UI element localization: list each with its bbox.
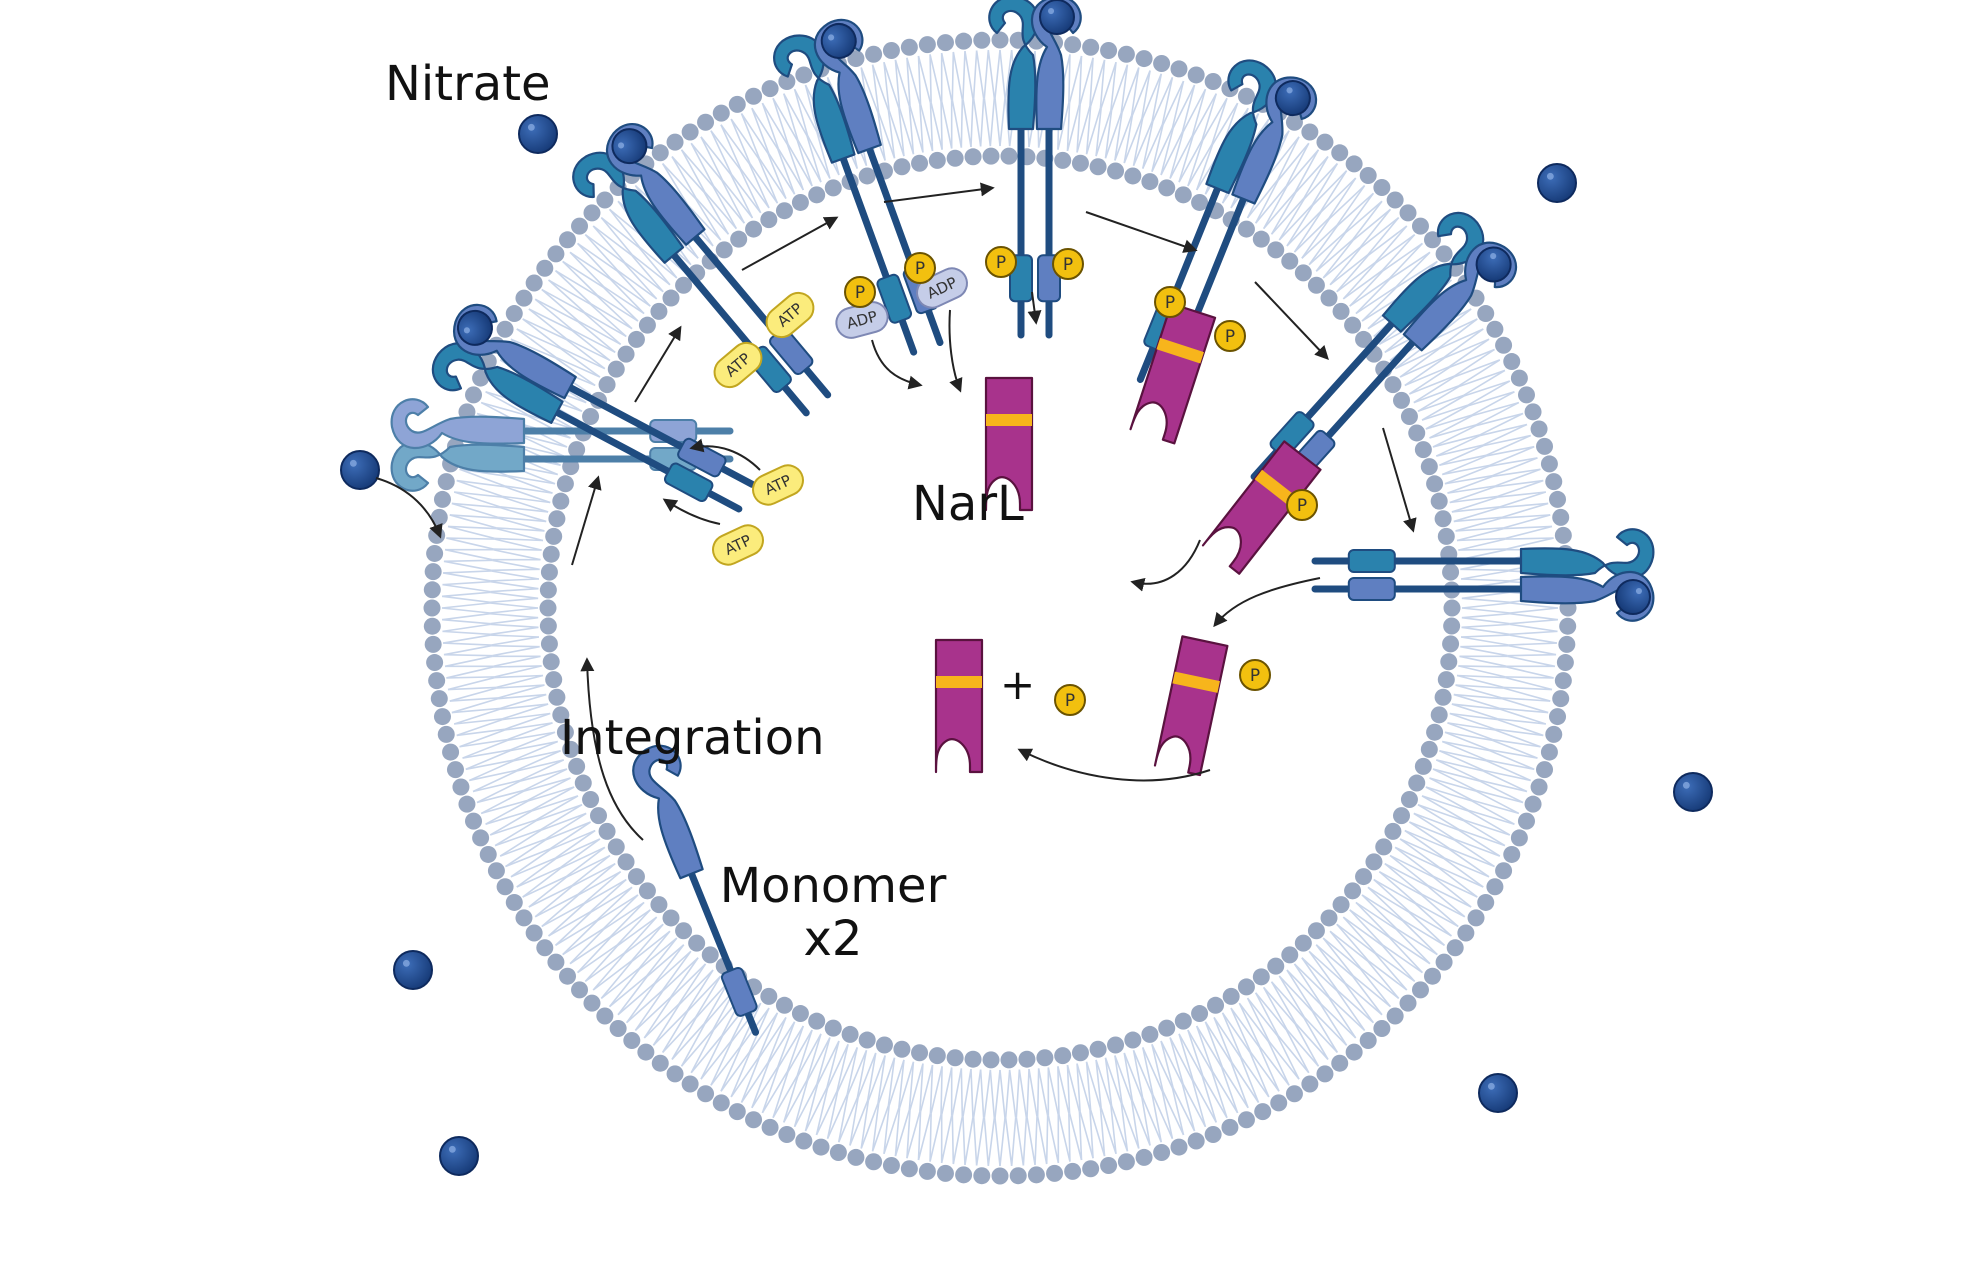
atp-token: ATP xyxy=(760,287,819,343)
phosphate-text: P xyxy=(1063,255,1073,275)
phosphate-text: P xyxy=(996,253,1006,273)
process-arrow xyxy=(665,500,720,524)
process-arrow xyxy=(1086,212,1195,250)
process-arrow xyxy=(1215,578,1320,625)
narl-phosphorylated xyxy=(1155,636,1227,775)
process-arrow xyxy=(1383,428,1413,530)
phosphate: P xyxy=(1053,249,1083,279)
phosphate-text: P xyxy=(855,283,865,303)
atp-token: ATP xyxy=(708,337,767,393)
phosphate: P xyxy=(1240,660,1270,690)
phosphate: P xyxy=(845,277,875,307)
process-arrow xyxy=(1020,750,1210,780)
lipid-tails xyxy=(442,50,1558,1166)
phosphate-text: P xyxy=(1297,496,1307,516)
phosphate: P xyxy=(1287,490,1317,520)
phosphate: P xyxy=(905,253,935,283)
phosphate-text: P xyxy=(915,259,925,279)
process-arrow xyxy=(1032,292,1036,322)
process-arrow xyxy=(884,188,992,202)
atp-token: ATP xyxy=(708,520,768,569)
nitrate-ball xyxy=(1479,1074,1517,1112)
cell-membrane xyxy=(424,32,1577,1185)
phosphate: P xyxy=(1155,287,1185,317)
narl-label: NarL xyxy=(912,478,1024,531)
phosphate-text: P xyxy=(1165,293,1175,313)
narl-dephosphorylated xyxy=(936,640,982,772)
lipid-heads xyxy=(424,32,1577,1185)
monomer-label-line1: Monomer xyxy=(708,860,958,913)
nitrate-ball xyxy=(1040,0,1074,34)
nitrate-ball xyxy=(394,951,432,989)
phosphate: P xyxy=(986,247,1016,277)
nitrate-ball xyxy=(1538,164,1576,202)
receptor-monomer xyxy=(989,0,1038,335)
nitrate-ball xyxy=(1674,773,1712,811)
monomer-label-line2: x2 xyxy=(708,913,958,966)
nitrate-ball xyxy=(341,451,379,489)
phosphate: P xyxy=(1215,321,1245,351)
phosphate-text: P xyxy=(1065,691,1075,711)
nitrate-ball xyxy=(1616,580,1650,614)
process-arrow xyxy=(949,310,960,390)
phosphate-text: P xyxy=(1225,327,1235,347)
monomer-label: Monomer x2 xyxy=(708,860,958,966)
phosphate-text: P xyxy=(1250,666,1260,686)
plus-sign: + xyxy=(1000,662,1035,708)
process-arrow xyxy=(572,478,598,565)
phosphate: P xyxy=(1055,685,1085,715)
nitrate-ball xyxy=(440,1137,478,1175)
nitrate-ball xyxy=(519,115,557,153)
nitrate-label: Nitrate xyxy=(385,58,551,111)
narl-proteins xyxy=(936,304,1321,775)
integration-label: Integration xyxy=(560,712,825,765)
process-arrow xyxy=(1133,540,1200,584)
